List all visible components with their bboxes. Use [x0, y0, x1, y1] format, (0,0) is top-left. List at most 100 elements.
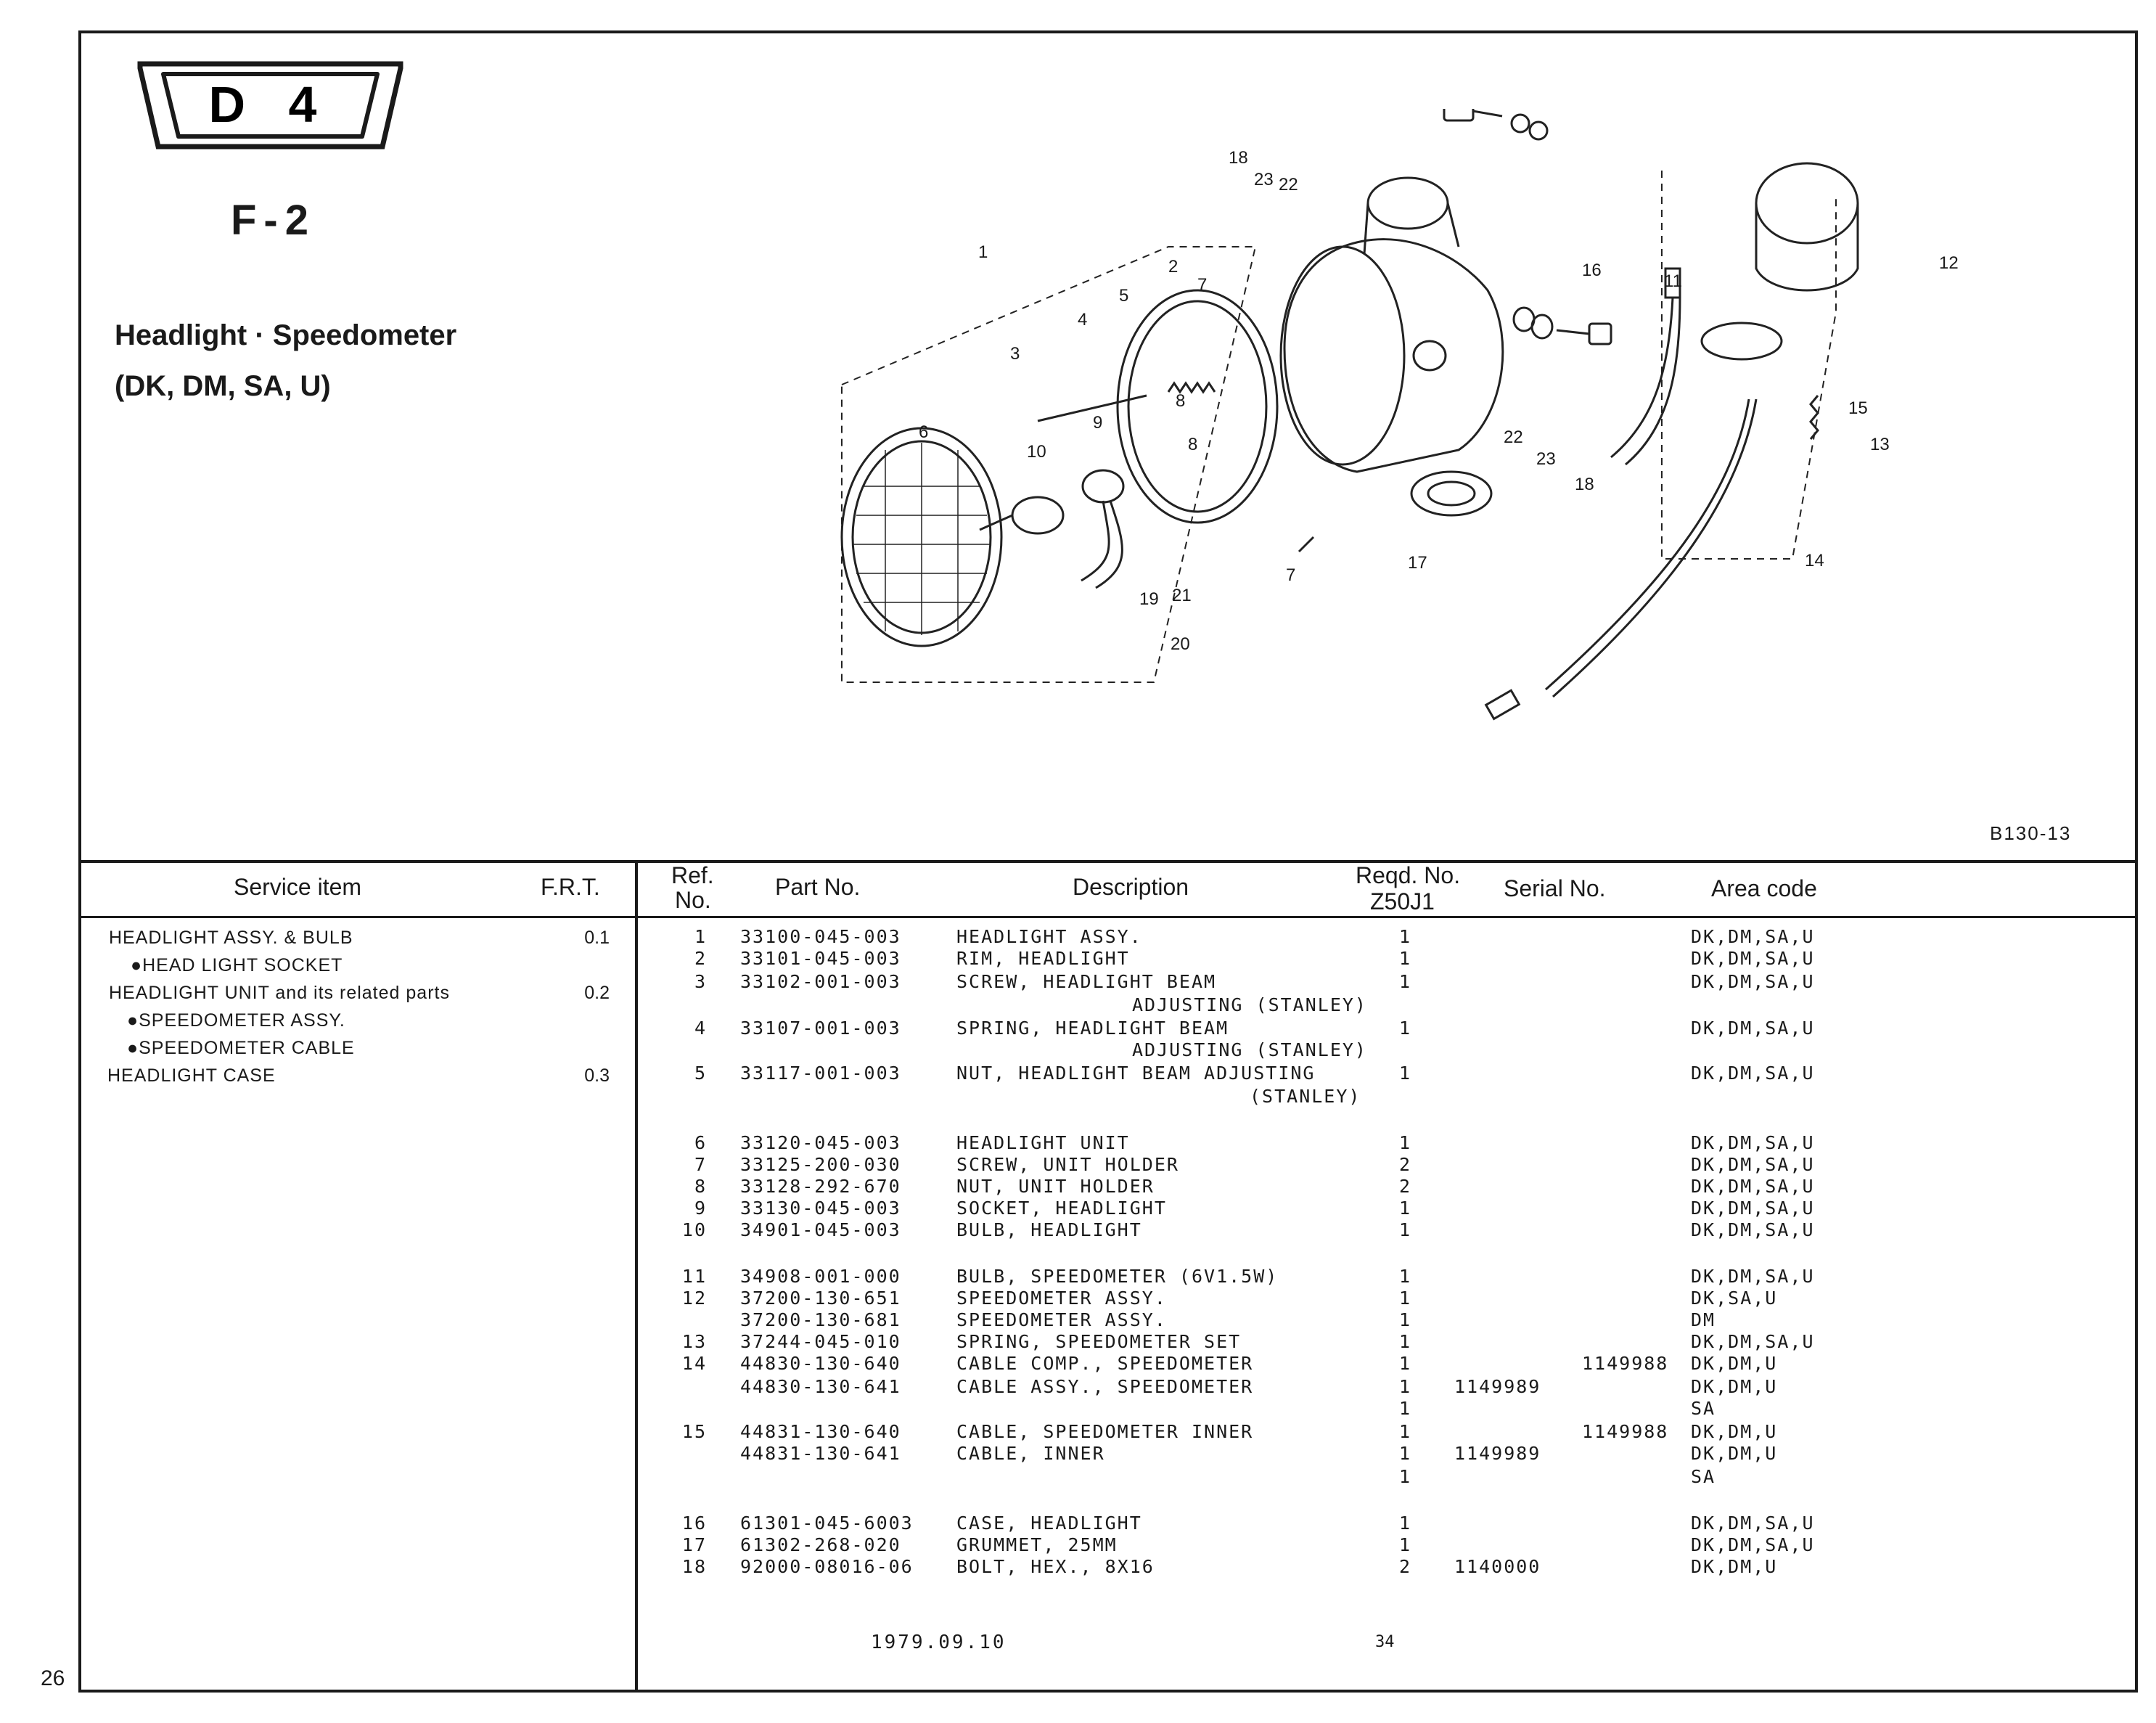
callout-label: 9 [1093, 413, 1102, 433]
callout-label: 11 [1664, 271, 1682, 291]
area-code-cell: DK,DM,SA,U [1691, 1331, 1815, 1352]
area-code-cell: DK,DM,U [1691, 1353, 1778, 1374]
callout-label: 7 [1197, 275, 1207, 295]
qty-cell: 2 [1399, 1154, 1412, 1175]
part-no-cell: 33107-001-003 [740, 1018, 901, 1039]
description-cell: BOLT, HEX., 8X16 [956, 1556, 1155, 1577]
ref-no-cell: 4 [694, 1018, 707, 1039]
catalog-page-number: 34 [1375, 1633, 1395, 1651]
qty-cell: 1 [1399, 1443, 1412, 1464]
qty-cell: 2 [1399, 1176, 1412, 1197]
header-model-code: Z50J1 [1370, 888, 1435, 914]
part-no-cell: 33117-001-003 [740, 1063, 901, 1084]
description-cell: SOCKET, HEADLIGHT [956, 1198, 1167, 1219]
service-frt: 0.3 [584, 1065, 610, 1086]
callout-label: 14 [1805, 551, 1824, 570]
area-code-cell: DK,DM,SA,U [1691, 926, 1815, 947]
callout-label: 12 [1939, 253, 1959, 273]
header-part-no: Part No. [775, 874, 861, 900]
serial-no-cell: 1140000 [1454, 1556, 1541, 1577]
part-no-cell: 44830-130-641 [740, 1376, 901, 1397]
serial-no-cell: 1149989 [1454, 1443, 1541, 1464]
area-code-cell: DK,DM,SA,U [1691, 1176, 1815, 1197]
service-item: ●HEAD LIGHT SOCKET [131, 955, 343, 975]
description-cell: SCREW, UNIT HOLDER [956, 1154, 1179, 1175]
part-no-cell: 61301-045-6003 [740, 1513, 914, 1534]
ref-no-cell: 17 [681, 1534, 707, 1555]
qty-cell: 1 [1399, 971, 1412, 992]
part-no-cell: 33125-200-030 [740, 1154, 901, 1175]
callout-label: 3 [1010, 344, 1020, 364]
description-cell: CABLE COMP., SPEEDOMETER [956, 1353, 1254, 1374]
service-item: ●SPEEDOMETER CABLE [127, 1038, 355, 1058]
qty-cell: 1 [1399, 1198, 1412, 1219]
service-item: HEADLIGHT CASE [107, 1065, 276, 1086]
badge-code: D 4 [209, 76, 332, 133]
service-item: ●SPEEDOMETER ASSY. [127, 1010, 345, 1031]
description-cell: (STANLEY) [1250, 1086, 1361, 1107]
callout-label: 4 [1078, 310, 1087, 330]
section-divider [78, 860, 2138, 863]
callout-label: 5 [1119, 286, 1128, 306]
callout-label: 17 [1408, 553, 1427, 573]
callout-label: 15 [1848, 398, 1868, 418]
part-no-cell: 92000-08016-06 [740, 1556, 914, 1577]
part-no-cell: 33102-001-003 [740, 971, 901, 992]
service-frt: 0.2 [584, 983, 610, 1003]
area-code-cell: SA [1691, 1466, 1716, 1487]
description-cell: SPRING, SPEEDOMETER SET [956, 1331, 1242, 1352]
area-code-cell: DK,DM,SA,U [1691, 1513, 1815, 1534]
callout-label: 20 [1171, 634, 1190, 654]
qty-cell: 2 [1399, 1556, 1412, 1577]
header-service-item: Service item [234, 874, 362, 900]
ref-no-cell: 14 [681, 1353, 707, 1374]
description-cell: CABLE ASSY., SPEEDOMETER [956, 1376, 1254, 1397]
qty-cell: 1 [1399, 1376, 1412, 1397]
qty-cell: 1 [1399, 948, 1412, 969]
area-code-cell: DK,DM,SA,U [1691, 1198, 1815, 1219]
qty-cell: 1 [1399, 1309, 1412, 1330]
ref-no-cell: 2 [694, 948, 707, 969]
callout-label: 23 [1536, 449, 1556, 469]
table-header-rule [78, 916, 2138, 918]
callout-label: 1 [978, 242, 988, 262]
callout-label: 8 [1176, 391, 1185, 411]
description-cell: ADJUSTING (STANLEY) [1132, 1039, 1367, 1060]
ref-no-cell: 1 [694, 926, 707, 947]
area-code-cell: DK,DM,U [1691, 1376, 1778, 1397]
ref-no-cell: 6 [694, 1132, 707, 1153]
description-cell: HEADLIGHT ASSY. [956, 926, 1142, 947]
service-frt: 0.1 [584, 928, 610, 948]
area-code-cell: DK,DM,U [1691, 1443, 1778, 1464]
callout-label: 10 [1027, 442, 1046, 462]
header-ref-no: No. [675, 887, 711, 913]
part-no-cell: 37200-130-651 [740, 1288, 901, 1309]
callout-label: 22 [1279, 175, 1298, 195]
callout-label: 19 [1139, 589, 1159, 609]
callout-label: 21 [1172, 586, 1192, 605]
description-cell: NUT, HEADLIGHT BEAM ADJUSTING [956, 1063, 1316, 1084]
area-code-cell: SA [1691, 1398, 1716, 1419]
ref-no-cell: 12 [681, 1288, 707, 1309]
callout-label: 8 [1188, 435, 1197, 454]
part-no-cell: 33100-045-003 [740, 926, 901, 947]
qty-cell: 1 [1399, 1266, 1412, 1287]
area-code-cell: DK,DM,SA,U [1691, 1266, 1815, 1287]
page-number: 26 [41, 1666, 65, 1690]
area-code-cell: DK,DM,SA,U [1691, 948, 1815, 969]
part-no-cell: 44831-130-640 [740, 1421, 901, 1442]
qty-cell: 1 [1399, 1534, 1412, 1555]
qty-cell: 1 [1399, 926, 1412, 947]
callout-label: 18 [1575, 475, 1594, 494]
qty-cell: 1 [1399, 1398, 1412, 1419]
ref-no-cell: 5 [694, 1063, 707, 1084]
area-code-cell: DK,DM,SA,U [1691, 1154, 1815, 1175]
callout-label: 18 [1229, 148, 1248, 168]
service-item: HEADLIGHT ASSY. & BULB [109, 928, 353, 948]
area-code-cell: DK,DM,SA,U [1691, 1132, 1815, 1153]
callout-label: 6 [919, 422, 928, 442]
area-code-cell: DK,DM,SA,U [1691, 971, 1815, 992]
ref-no-cell: 7 [694, 1154, 707, 1175]
description-cell: BULB, HEADLIGHT [956, 1219, 1142, 1240]
area-code-cell: DK,DM,SA,U [1691, 1534, 1815, 1555]
